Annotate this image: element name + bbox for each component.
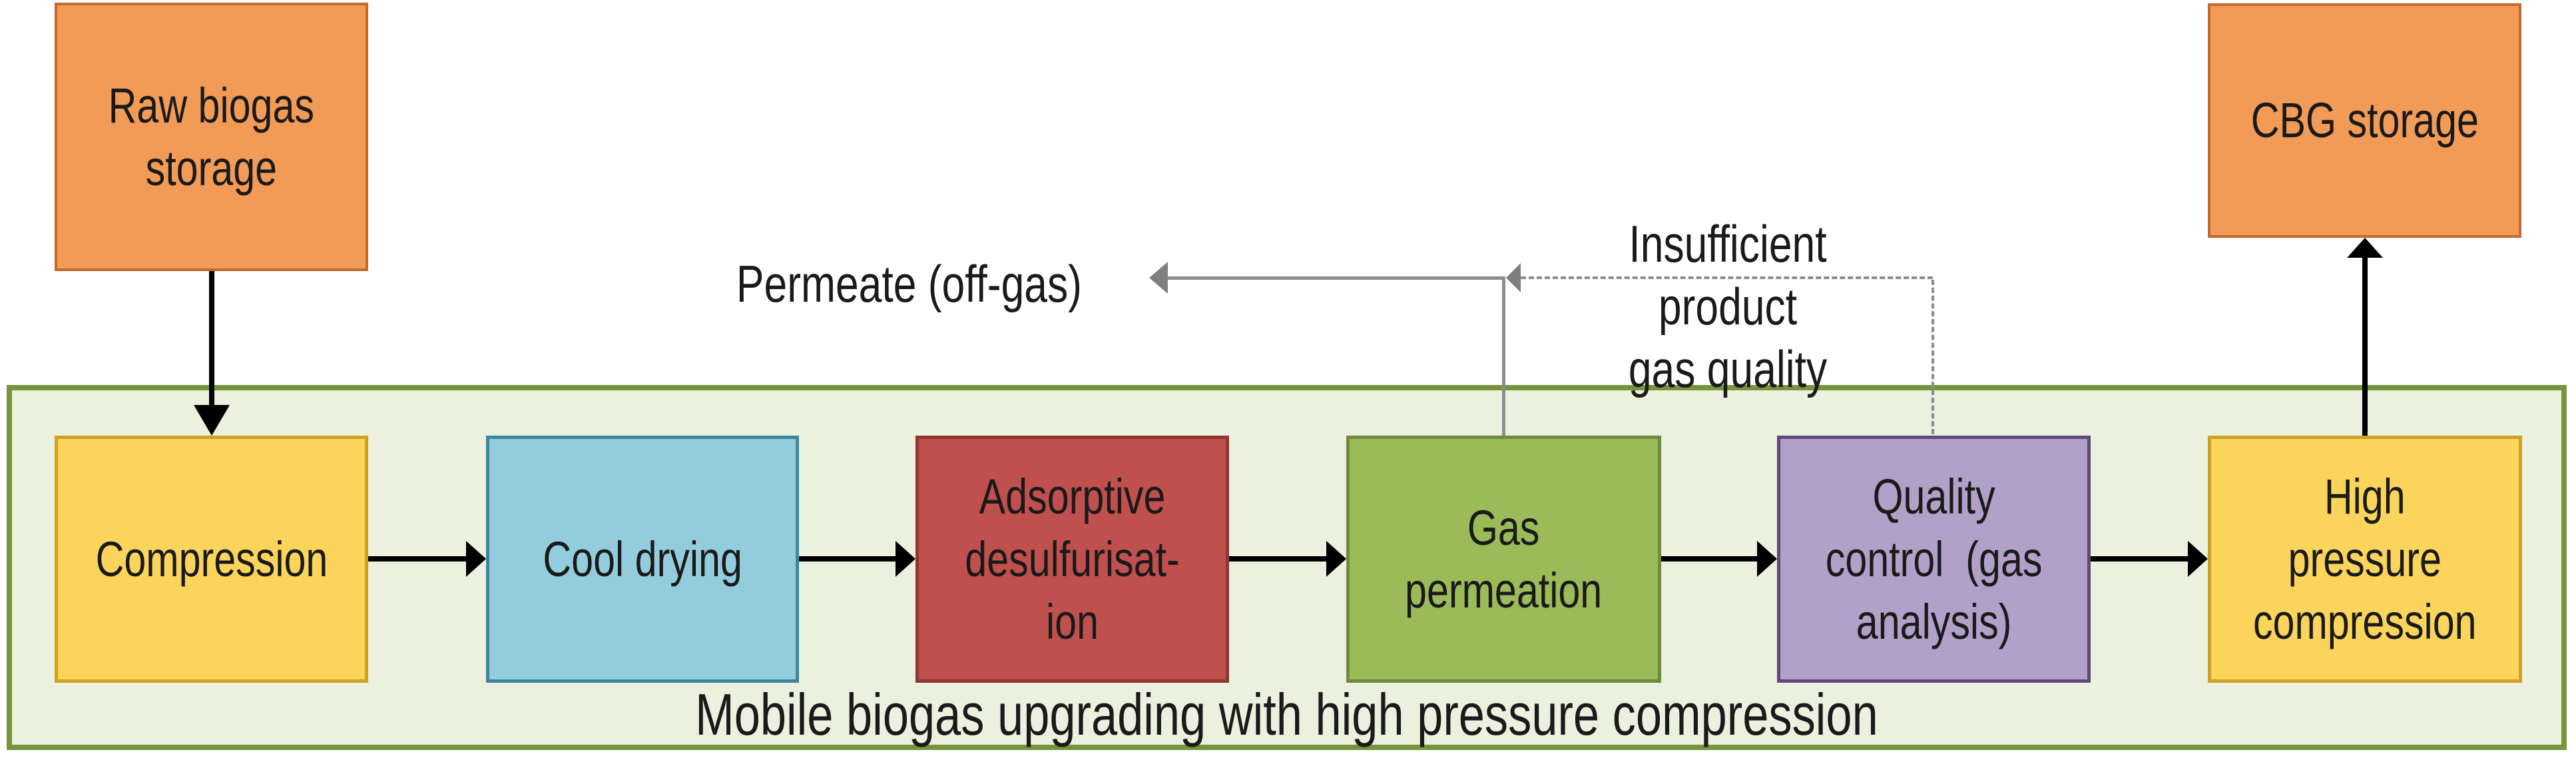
step-gas-permeation-box: Gas permeation (1346, 436, 1661, 683)
arrow-gaspermeation-to-qualitycontrol-head (1757, 541, 1777, 577)
insufficient-quality-line-vertical (1932, 280, 1934, 434)
arrow-hpc-to-cbg-shaft (2362, 256, 2368, 436)
permeate-arrowhead (1149, 262, 1168, 294)
step-quality-control-label: Quality control (gas analysis) (1825, 468, 2043, 649)
permeate-annotation-text: Permeate (off-gas) (736, 254, 1082, 313)
step-cool-drying-box: Cool drying (486, 436, 799, 683)
arrow-raw-to-compression-head (194, 405, 230, 436)
arrow-qualitycontrol-to-hpc-head (2188, 541, 2208, 577)
arrow-qualitycontrol-to-hpc-shaft (2091, 556, 2189, 562)
step-gas-permeation-label: Gas permeation (1405, 500, 1603, 618)
cbg-storage-box: CBG storage (2208, 3, 2521, 238)
container-label: Mobile biogas upgrading with high pressu… (7, 683, 2567, 747)
insufficient-quality-annotation: Insufficient product gas quality (1521, 212, 1934, 400)
insufficient-quality-line-horizontal (1521, 276, 1933, 279)
insufficient-quality-annotation-text: Insufficient product gas quality (1628, 214, 1828, 398)
upgrading-container-box (7, 385, 2567, 750)
raw-biogas-storage-label: Raw biogas storage (108, 77, 315, 196)
arrow-desulfurisation-to-gaspermeation-shaft (1229, 556, 1328, 562)
arrow-desulfurisation-to-gaspermeation-head (1326, 541, 1346, 577)
arrow-gaspermeation-to-qualitycontrol-shaft (1661, 556, 1758, 562)
arrow-cooldrying-to-desulfurisation-shaft (799, 556, 897, 562)
arrow-cooldrying-to-desulfurisation-head (896, 541, 915, 577)
permeate-line-horizontal (1166, 276, 1505, 280)
permeate-annotation: Permeate (off-gas) (692, 252, 1125, 315)
step-adsorptive-desulfurisation-label: Adsorptive desulfurisat- ion (965, 468, 1180, 649)
permeate-line-vertical (1502, 278, 1505, 436)
step-compression-label: Compression (95, 531, 328, 587)
arrow-compression-to-cooldrying-shaft (368, 556, 467, 562)
arrow-compression-to-cooldrying-head (466, 541, 486, 577)
raw-biogas-storage-box: Raw biogas storage (55, 3, 368, 271)
step-high-pressure-compression-box: High pressure compression (2208, 436, 2522, 683)
cbg-storage-label: CBG storage (2250, 93, 2479, 148)
arrow-raw-to-compression-shaft (209, 271, 214, 408)
step-cool-drying-label: Cool drying (543, 531, 742, 587)
step-adsorptive-desulfurisation-box: Adsorptive desulfurisat- ion (915, 436, 1229, 683)
step-high-pressure-compression-label: High pressure compression (2253, 468, 2477, 649)
insufficient-quality-arrowhead (1506, 263, 1521, 292)
container-label-text: Mobile biogas upgrading with high pressu… (695, 681, 1878, 747)
step-compression-box: Compression (55, 436, 368, 683)
arrow-hpc-to-cbg-head (2347, 238, 2383, 258)
step-quality-control-box: Quality control (gas analysis) (1777, 436, 2091, 683)
